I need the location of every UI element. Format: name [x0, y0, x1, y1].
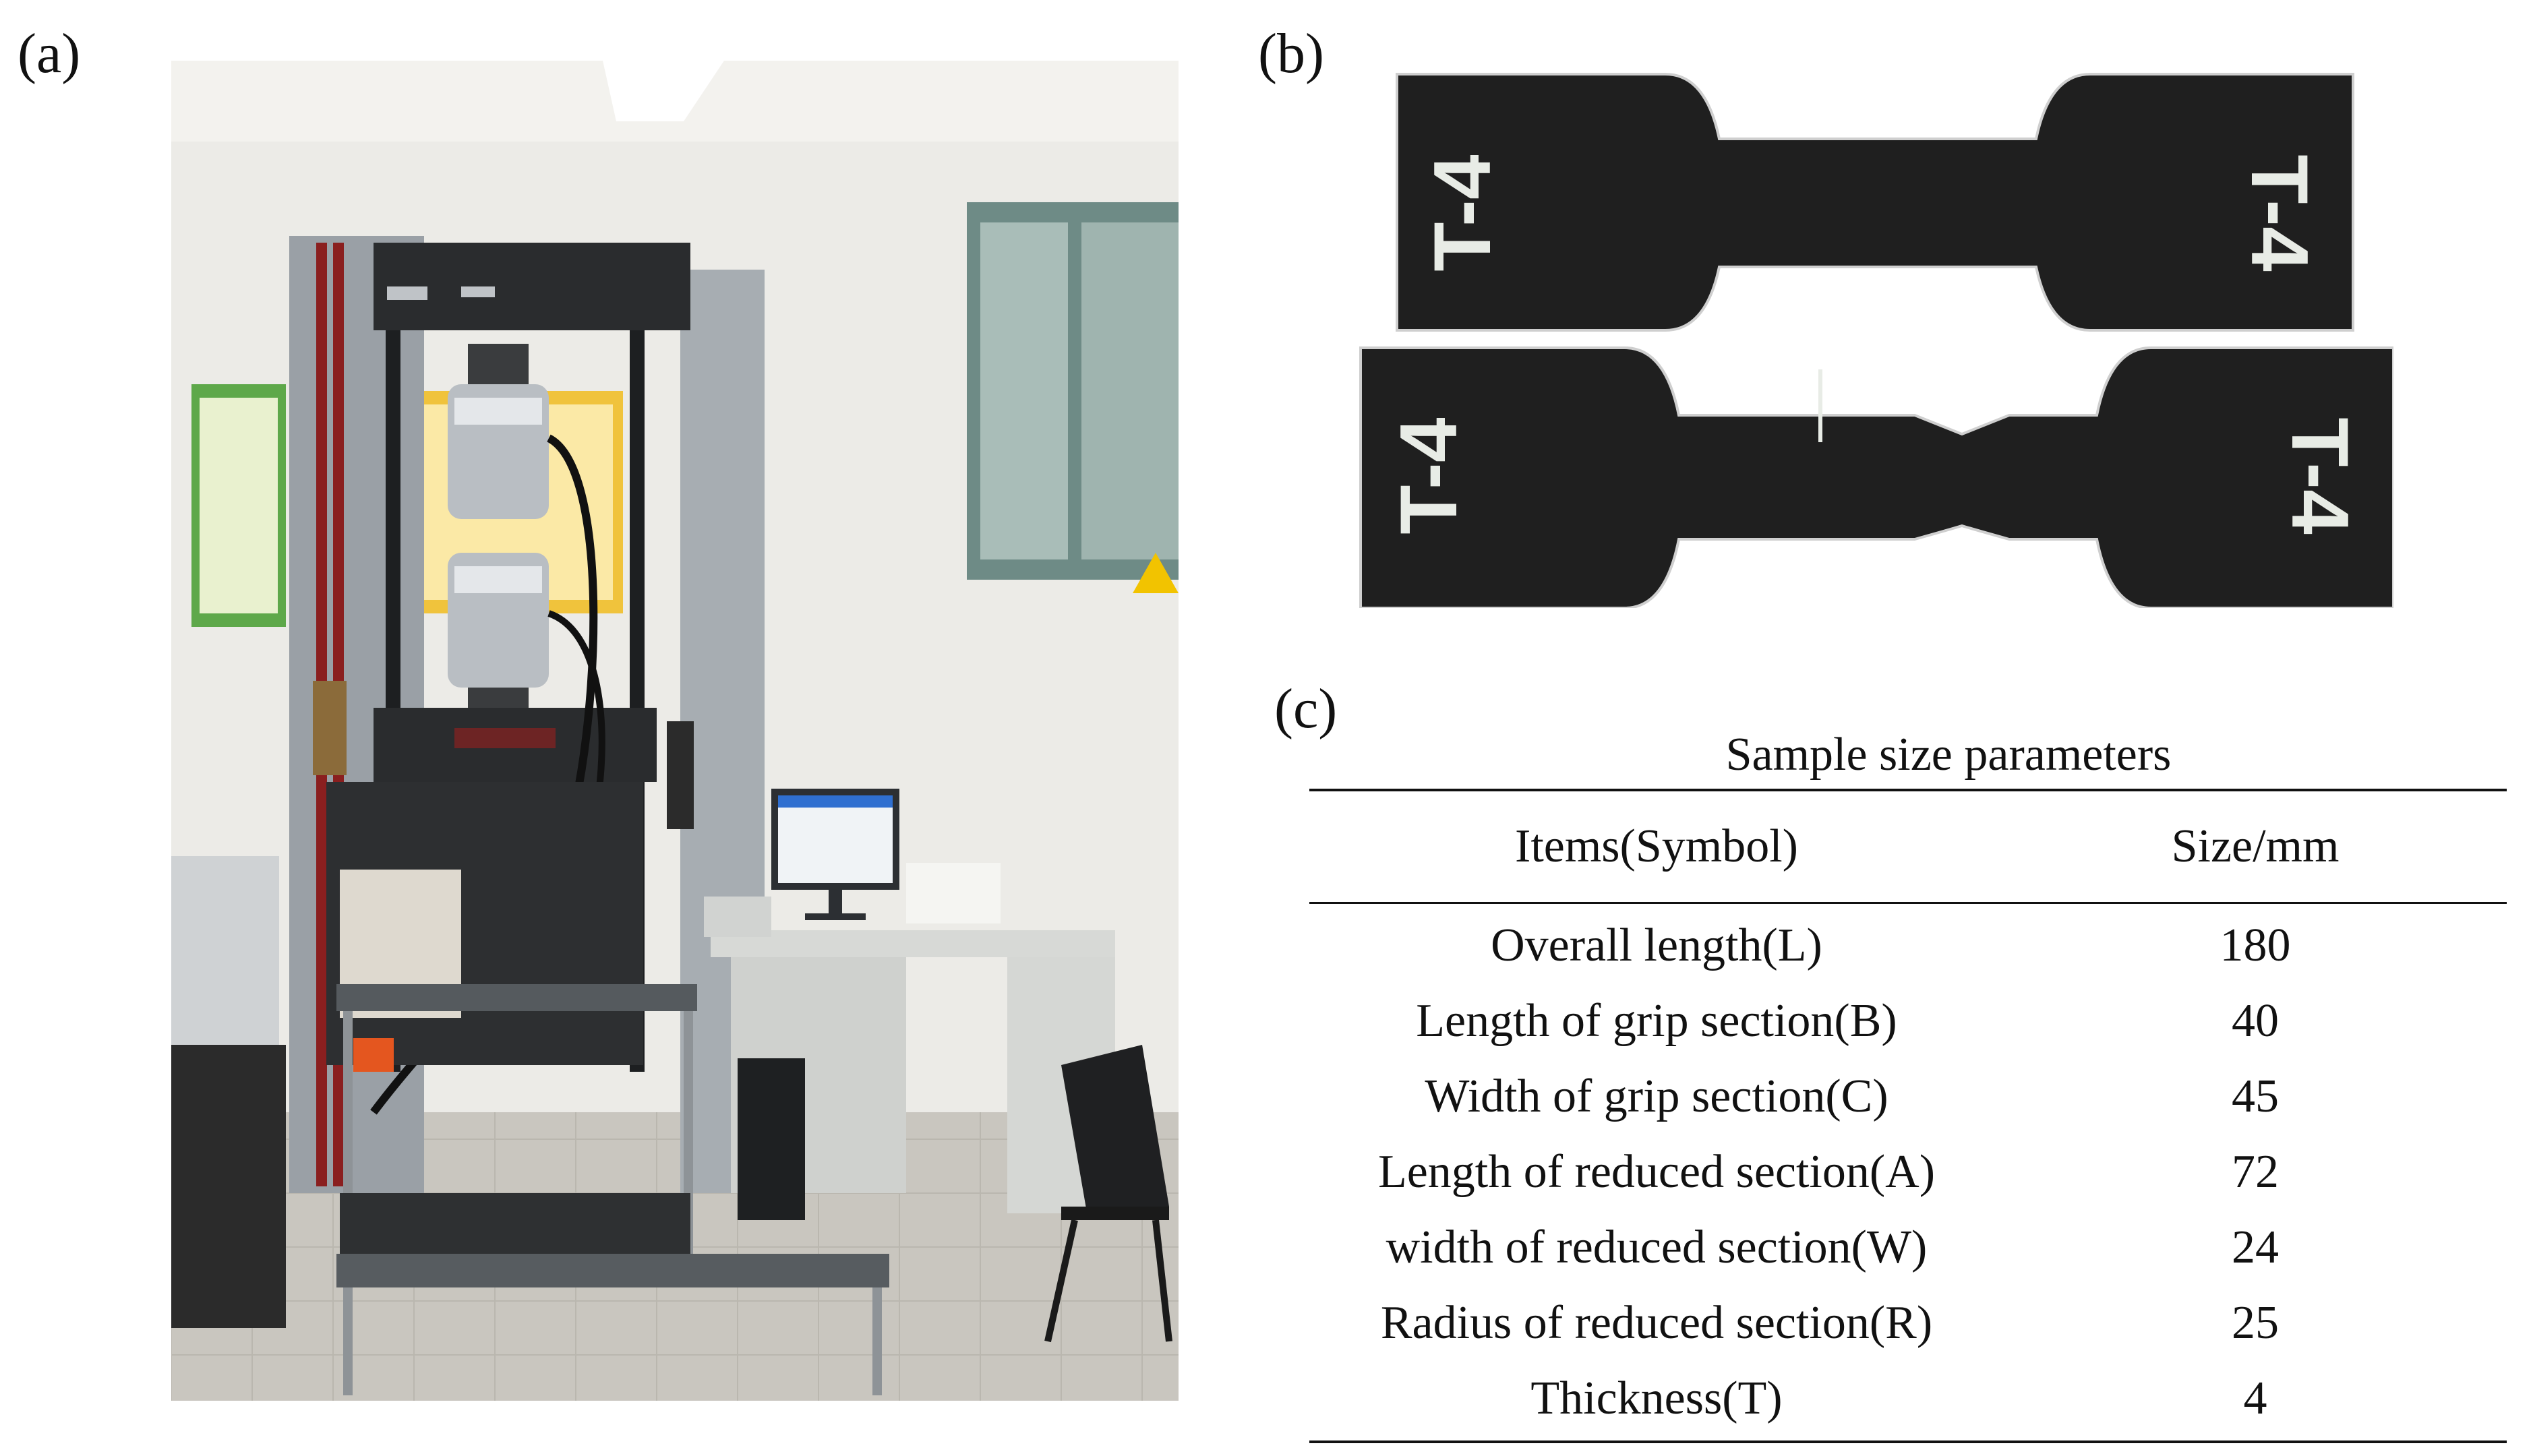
table-row: width of reduced section(W) 24 [1309, 1210, 2507, 1285]
specimen-marking-top-right: T-4 [2234, 154, 2325, 272]
table-body: Overall length(L) 180 Length of grip sec… [1309, 904, 2507, 1440]
sample-size-table: Sample size parameters Items(Symbol) Siz… [1309, 721, 2507, 1443]
table-caption: Sample size parameters [1725, 729, 2172, 781]
header-items: Items(Symbol) [1515, 820, 1798, 872]
specimen-photo: T-4 T-4 T-4 T-4 [1355, 65, 2393, 608]
row-size: 24 [2232, 1221, 2279, 1273]
row-size: 4 [2243, 1372, 2267, 1424]
specimen-marking-bottom-right: T-4 [2275, 417, 2365, 535]
row-item: width of reduced section(W) [1386, 1221, 1928, 1273]
testing-machine-photo [171, 61, 1179, 1401]
row-size: 25 [2232, 1297, 2279, 1349]
row-item: Overall length(L) [1491, 919, 1822, 971]
panel-label-b: (b) [1258, 22, 1324, 85]
row-item: Radius of reduced section(R) [1380, 1297, 1933, 1349]
specimen-marking-top-left: T-4 [1417, 154, 1508, 272]
table-bottom-rule [1309, 1440, 2507, 1443]
specimen-top-body [1396, 73, 2354, 332]
testing-machine-illustration [171, 61, 1179, 1401]
row-item: Length of grip section(B) [1416, 995, 1897, 1047]
row-size: 180 [2220, 919, 2291, 971]
table-header-rule [1309, 902, 2507, 904]
table-row: Length of reduced section(A) 72 [1309, 1134, 2507, 1210]
header-size: Size/mm [2171, 820, 2340, 872]
table-row: Width of grip section(C) 45 [1309, 1059, 2507, 1134]
table-top-rule [1309, 789, 2507, 791]
table-row: Radius of reduced section(R) 25 [1309, 1285, 2507, 1361]
table-row: Thickness(T) 4 [1309, 1361, 2507, 1436]
table-row: Length of grip section(B) 40 [1309, 983, 2507, 1059]
row-size: 40 [2232, 995, 2279, 1047]
panel-label-a: (a) [18, 22, 81, 85]
dogbone-specimens-illustration: T-4 T-4 T-4 T-4 [1355, 65, 2393, 608]
panel-label-c: (c) [1274, 677, 1338, 740]
row-item: Thickness(T) [1530, 1372, 1783, 1424]
specimen-marking-bottom-left: T-4 [1383, 417, 1474, 535]
table-row: Overall length(L) 180 [1309, 908, 2507, 983]
row-item: Width of grip section(C) [1425, 1070, 1888, 1122]
row-size: 45 [2232, 1070, 2279, 1122]
row-size: 72 [2232, 1146, 2279, 1198]
specimen-bottom-body [1359, 346, 2393, 608]
table-header-row: Items(Symbol) Size/mm [1309, 791, 2507, 902]
row-item: Length of reduced section(A) [1377, 1146, 1936, 1198]
